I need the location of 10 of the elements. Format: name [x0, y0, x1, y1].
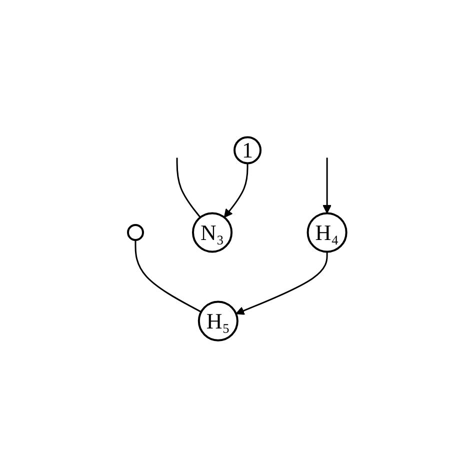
arrow — [235, 252, 328, 315]
node-circle: 1 — [233, 136, 262, 164]
node-circle: H₅ — [198, 300, 238, 342]
node-circle: N₃ — [192, 212, 232, 253]
node-circle: H₄ — [306, 212, 348, 253]
connector — [176, 158, 201, 218]
node-circle — [126, 224, 144, 241]
connector — [134, 240, 202, 313]
arrow — [322, 158, 332, 214]
arrow — [224, 163, 248, 218]
